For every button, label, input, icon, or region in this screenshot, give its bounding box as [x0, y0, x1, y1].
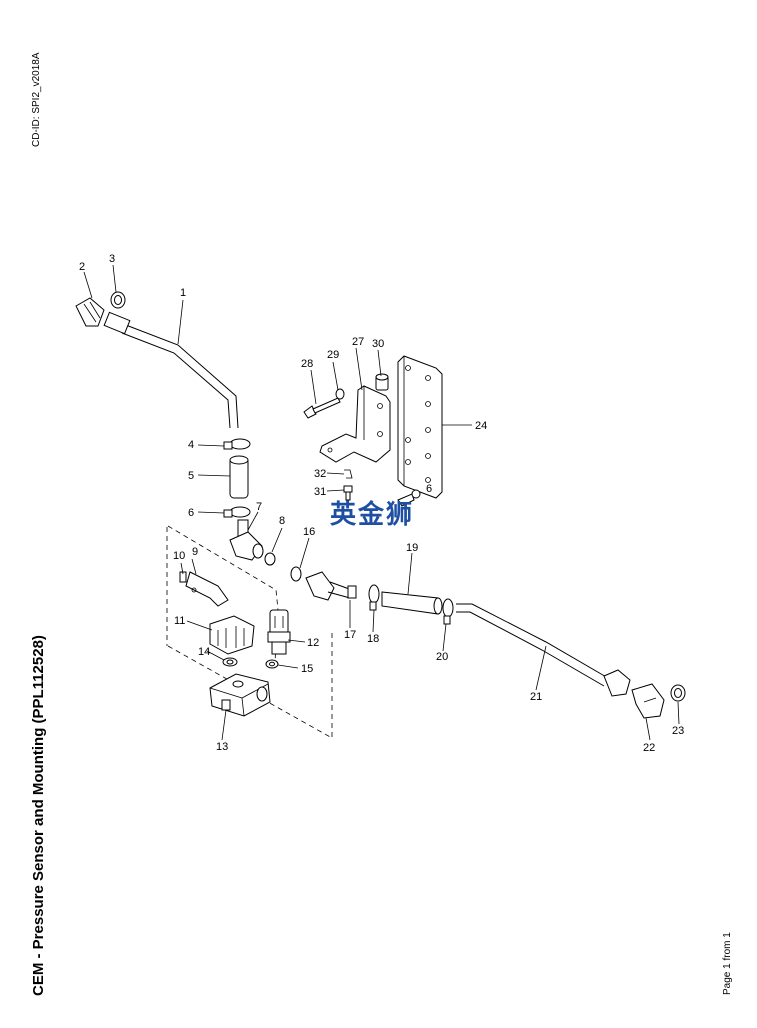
elbow-fitting-7	[229, 519, 264, 561]
sensor-block-13	[209, 673, 271, 717]
callout-31: 31	[314, 486, 326, 498]
fitting-2	[75, 297, 105, 327]
hose-clamp-20	[442, 598, 454, 625]
callout-6: 6	[188, 507, 194, 519]
seal-ring-3	[110, 291, 126, 309]
hose-clamp-6	[223, 506, 251, 518]
bolt-28	[303, 397, 341, 419]
callout-11: 11	[174, 615, 185, 627]
callout-16: 16	[303, 526, 315, 538]
callout-4: 4	[188, 439, 194, 451]
callout-23: 23	[672, 725, 684, 737]
screw-31	[343, 485, 353, 501]
spacer-30	[375, 373, 389, 391]
leader-lines	[83, 264, 680, 741]
hose-clamp-4	[223, 438, 251, 450]
callout-8: 8	[279, 515, 285, 527]
connector-17	[305, 571, 357, 601]
connector-11	[209, 615, 255, 655]
callout-9: 9	[192, 546, 198, 558]
hose-clamp-18	[368, 584, 380, 611]
callout-20: 20	[436, 651, 448, 663]
bracket-27	[319, 385, 391, 463]
callout-3: 3	[109, 253, 115, 265]
callout-12: 12	[307, 637, 319, 649]
callout-17: 17	[344, 629, 356, 641]
callout-30: 30	[372, 338, 384, 350]
callout-7: 7	[256, 501, 262, 513]
screw-6-upper	[397, 489, 421, 507]
seal-ring-23	[670, 684, 686, 702]
callout-6-upper: 6	[426, 483, 432, 495]
callout-14: 14	[198, 646, 210, 658]
callout-21: 21	[530, 691, 542, 703]
washer-29	[335, 388, 345, 400]
callout-27: 27	[352, 336, 364, 348]
callout-10: 10	[173, 550, 185, 562]
clip-32	[344, 469, 353, 479]
o-ring-16	[290, 566, 302, 582]
callout-13: 13	[216, 741, 228, 753]
pipe-1	[103, 311, 239, 429]
bracket-9	[185, 571, 229, 607]
callout-28: 28	[301, 358, 313, 370]
hose-5	[229, 455, 249, 499]
o-ring-8	[264, 552, 276, 566]
callout-29: 29	[327, 349, 339, 361]
callout-2: 2	[79, 261, 85, 273]
seal-ring-14	[222, 657, 238, 667]
callout-24: 24	[475, 420, 487, 432]
callout-labels: 1 2 3 4 5 6 7 8 9 10 11 12 13 14 15 16 1…	[79, 253, 684, 754]
seal-ring-15	[265, 659, 279, 669]
callout-32: 32	[314, 468, 326, 480]
callout-22: 22	[643, 742, 655, 754]
callout-19: 19	[406, 542, 418, 554]
callout-5: 5	[188, 470, 194, 482]
hose-19	[381, 591, 443, 615]
callout-15: 15	[301, 663, 313, 675]
pipe-21	[456, 603, 631, 697]
elbow-fitting-22	[631, 683, 665, 719]
mounting-plate-24	[397, 355, 443, 499]
watermark-text: 英金狮	[330, 499, 414, 530]
pressure-sensor-12	[267, 609, 291, 655]
callout-1: 1	[180, 287, 186, 299]
callout-18: 18	[367, 633, 379, 645]
